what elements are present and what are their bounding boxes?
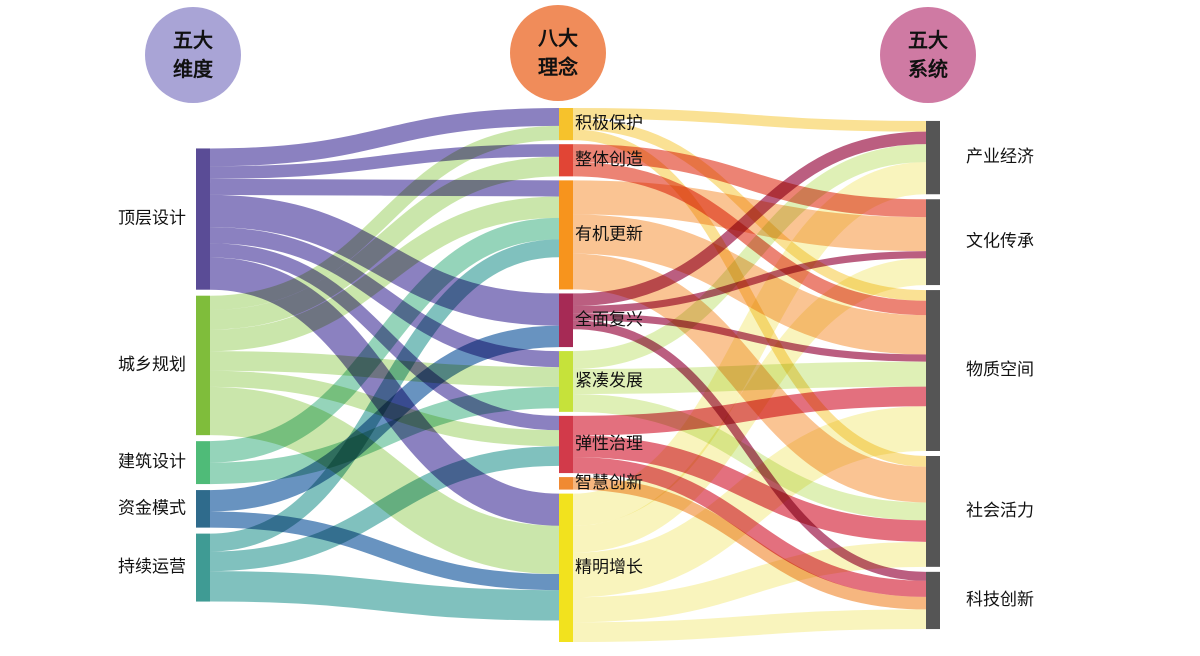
flow-link-29	[572, 251, 927, 314]
flow-link-7	[209, 125, 560, 310]
node-label-concepts-3: 全面复兴	[575, 310, 643, 330]
flow-link-24	[572, 162, 927, 316]
header-concepts-line2: 理念	[538, 55, 578, 79]
flow-link-18	[209, 446, 560, 572]
flow-link-17	[209, 239, 560, 552]
node-label-dimensions-4: 持续运营	[118, 557, 186, 577]
node-label-systems-1: 文化传承	[966, 232, 1034, 252]
flow-link-12	[209, 386, 560, 575]
header-dimensions-line1: 五大	[173, 28, 213, 52]
flow-link-9	[209, 196, 560, 352]
header-concepts-badge	[510, 5, 606, 101]
header-systems: 五大 系统	[880, 7, 976, 103]
node-bar-concepts-3	[559, 293, 573, 348]
header-dimensions-badge	[145, 7, 241, 103]
header-systems-line2: 系统	[908, 57, 948, 81]
flow-link-20	[572, 108, 927, 132]
node-label-dimensions-1: 城乡规划	[118, 355, 186, 375]
flow-link-41	[572, 406, 927, 598]
node-bar-dimensions-0	[196, 148, 210, 290]
header-concepts-line1: 八大	[538, 26, 578, 50]
node-bar-systems-2	[926, 290, 940, 451]
node-label-concepts-6: 智慧创新	[575, 473, 643, 493]
flow-link-14	[209, 386, 560, 485]
node-bar-concepts-2	[559, 180, 573, 290]
node-label-concepts-0: 积极保护	[575, 114, 643, 134]
node-label-concepts-7: 精明增长	[575, 557, 643, 577]
node-layer	[196, 108, 940, 642]
flow-link-0	[209, 108, 560, 167]
flow-link-15	[209, 325, 560, 512]
node-label-concepts-2: 有机更新	[575, 224, 643, 244]
node-bar-concepts-7	[559, 493, 573, 642]
flow-link-13	[209, 217, 560, 463]
node-label-systems-0: 产业经济	[966, 147, 1034, 167]
node-label-dimensions-2: 建筑设计	[118, 452, 186, 472]
flow-link-3	[209, 194, 560, 326]
flow-link-28	[572, 131, 927, 306]
node-label-concepts-5: 弹性治理	[575, 434, 643, 454]
node-label-dimensions-0: 顶层设计	[118, 209, 186, 229]
flow-link-43	[572, 609, 927, 642]
header-layer: 五大 维度 八大 理念 五大 系统	[145, 5, 976, 103]
node-label-dimensions-3: 资金模式	[118, 498, 186, 518]
flow-link-34	[572, 393, 927, 521]
node-label-concepts-4: 紧凑发展	[575, 371, 643, 391]
header-concepts: 八大 理念	[510, 5, 606, 101]
node-label-systems-2: 物质空间	[966, 360, 1034, 380]
flow-link-42	[572, 541, 927, 623]
node-bar-dimensions-3	[196, 490, 210, 528]
node-bar-concepts-1	[559, 144, 573, 177]
header-systems-line1: 五大	[908, 28, 948, 52]
node-bar-concepts-4	[559, 351, 573, 412]
flow-link-19	[209, 571, 560, 621]
node-bar-concepts-5	[559, 415, 573, 474]
node-bar-concepts-6	[559, 477, 573, 490]
node-label-systems-3: 社会活力	[966, 501, 1034, 521]
node-label-systems-4: 科技创新	[966, 590, 1034, 610]
node-bar-dimensions-2	[196, 441, 210, 485]
flow-link-39	[572, 162, 927, 526]
flow-link-40	[572, 258, 927, 553]
node-bar-dimensions-1	[196, 295, 210, 436]
flow-link-2	[209, 178, 560, 197]
flow-link-10	[209, 351, 560, 387]
flow-link-32	[572, 144, 927, 369]
node-bar-systems-3	[926, 455, 940, 567]
node-bar-dimensions-4	[196, 533, 210, 602]
flow-link-8	[209, 156, 560, 330]
header-dimensions: 五大 维度	[145, 7, 241, 103]
header-dimensions-line2: 维度	[173, 57, 214, 81]
node-bar-systems-4	[926, 571, 940, 630]
node-bar-concepts-0	[559, 108, 573, 141]
header-systems-badge	[880, 7, 976, 103]
node-label-concepts-1: 整体创造	[575, 150, 643, 170]
flow-link-1	[209, 144, 560, 179]
node-bar-systems-1	[926, 199, 940, 286]
node-bar-systems-0	[926, 120, 940, 195]
link-layer	[209, 108, 927, 642]
